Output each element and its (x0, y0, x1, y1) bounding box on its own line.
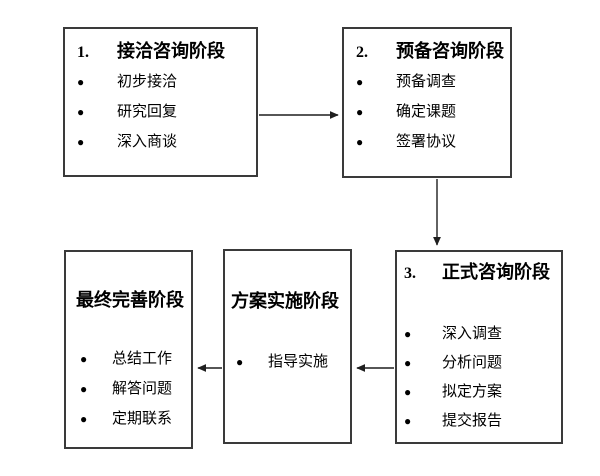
bullet-icon: ● (236, 355, 244, 369)
list-item: ● 指导实施 (225, 351, 350, 373)
stage-1-item-2: 研究回复 (117, 104, 178, 120)
stage-3-number: 3. (404, 265, 416, 282)
bullet-icon: ● (80, 382, 88, 396)
stage-3-item-3: 拟定方案 (442, 384, 503, 400)
list-item: ● 深入商谈 (65, 131, 256, 153)
stage-2-title: 预备咨询阶段 (396, 41, 504, 61)
stage-2-item-3: 签署协议 (396, 134, 457, 150)
stage-3-item-1: 深入调查 (442, 326, 503, 342)
bullet-icon: ● (404, 327, 412, 341)
stage-box-1-initial-contact: 1. 接洽咨询阶段 ● 初步接洽 ● 研究回复 ● 深入商谈 (63, 27, 258, 177)
stage-4-title-row: 方案实施阶段 (225, 289, 350, 313)
list-item: ● 拟定方案 (397, 381, 561, 403)
stage-4-item-1: 指导实施 (268, 354, 329, 370)
stage-3-title-row: 3. 正式咨询阶段 (397, 260, 561, 286)
bullet-icon: ● (404, 385, 412, 399)
stage-2-number: 2. (356, 44, 368, 61)
list-item: ● 提交报告 (397, 410, 561, 432)
list-item: ● 解答问题 (66, 378, 191, 400)
list-item: ● 签署协议 (344, 131, 510, 153)
stage-1-title: 接洽咨询阶段 (117, 41, 225, 61)
stage-5-item-1: 总结工作 (112, 351, 173, 367)
bullet-icon: ● (404, 356, 412, 370)
stage-5-item-3: 定期联系 (112, 411, 173, 427)
bullet-icon: ● (80, 352, 88, 366)
stage-1-title-row: 1. 接洽咨询阶段 (65, 39, 256, 65)
stage-box-5-final-improvement: 最终完善阶段 ● 总结工作 ● 解答问题 ● 定期联系 (64, 250, 193, 449)
list-item: ● 定期联系 (66, 408, 191, 430)
stage-1-item-1: 初步接洽 (117, 74, 178, 90)
bullet-icon: ● (404, 414, 412, 428)
bullet-icon: ● (356, 75, 364, 89)
stage-5-title: 最终完善阶段 (76, 290, 184, 310)
stage-box-2-preparation: 2. 预备咨询阶段 ● 预备调查 ● 确定课题 ● 签署协议 (342, 27, 512, 178)
bullet-icon: ● (80, 412, 88, 426)
list-item: ● 分析问题 (397, 352, 561, 374)
stage-2-title-row: 2. 预备咨询阶段 (344, 39, 510, 65)
list-item: ● 深入调查 (397, 323, 561, 345)
list-item: ● 总结工作 (66, 348, 191, 370)
stage-4-title: 方案实施阶段 (231, 291, 339, 311)
bullet-icon: ● (77, 135, 85, 149)
list-item: ● 初步接洽 (65, 71, 256, 93)
stage-5-item-2: 解答问题 (112, 381, 173, 397)
stage-5-title-row: 最终完善阶段 (66, 288, 191, 312)
bullet-icon: ● (356, 135, 364, 149)
stage-1-number: 1. (77, 44, 89, 61)
stage-3-title: 正式咨询阶段 (442, 262, 550, 282)
stage-box-3-formal-consulting: 3. 正式咨询阶段 ● 深入调查 ● 分析问题 ● 拟定方案 ● 提交报告 (395, 250, 563, 444)
list-item: ● 确定课题 (344, 101, 510, 123)
stage-2-item-2: 确定课题 (396, 104, 457, 120)
stage-box-4-implementation: 方案实施阶段 ● 指导实施 (223, 249, 352, 444)
stage-2-item-1: 预备调查 (396, 74, 457, 90)
bullet-icon: ● (356, 105, 364, 119)
stage-3-item-4: 提交报告 (442, 413, 503, 429)
stage-3-item-2: 分析问题 (442, 355, 503, 371)
list-item: ● 预备调查 (344, 71, 510, 93)
bullet-icon: ● (77, 105, 85, 119)
bullet-icon: ● (77, 75, 85, 89)
list-item: ● 研究回复 (65, 101, 256, 123)
stage-1-item-3: 深入商谈 (117, 134, 178, 150)
